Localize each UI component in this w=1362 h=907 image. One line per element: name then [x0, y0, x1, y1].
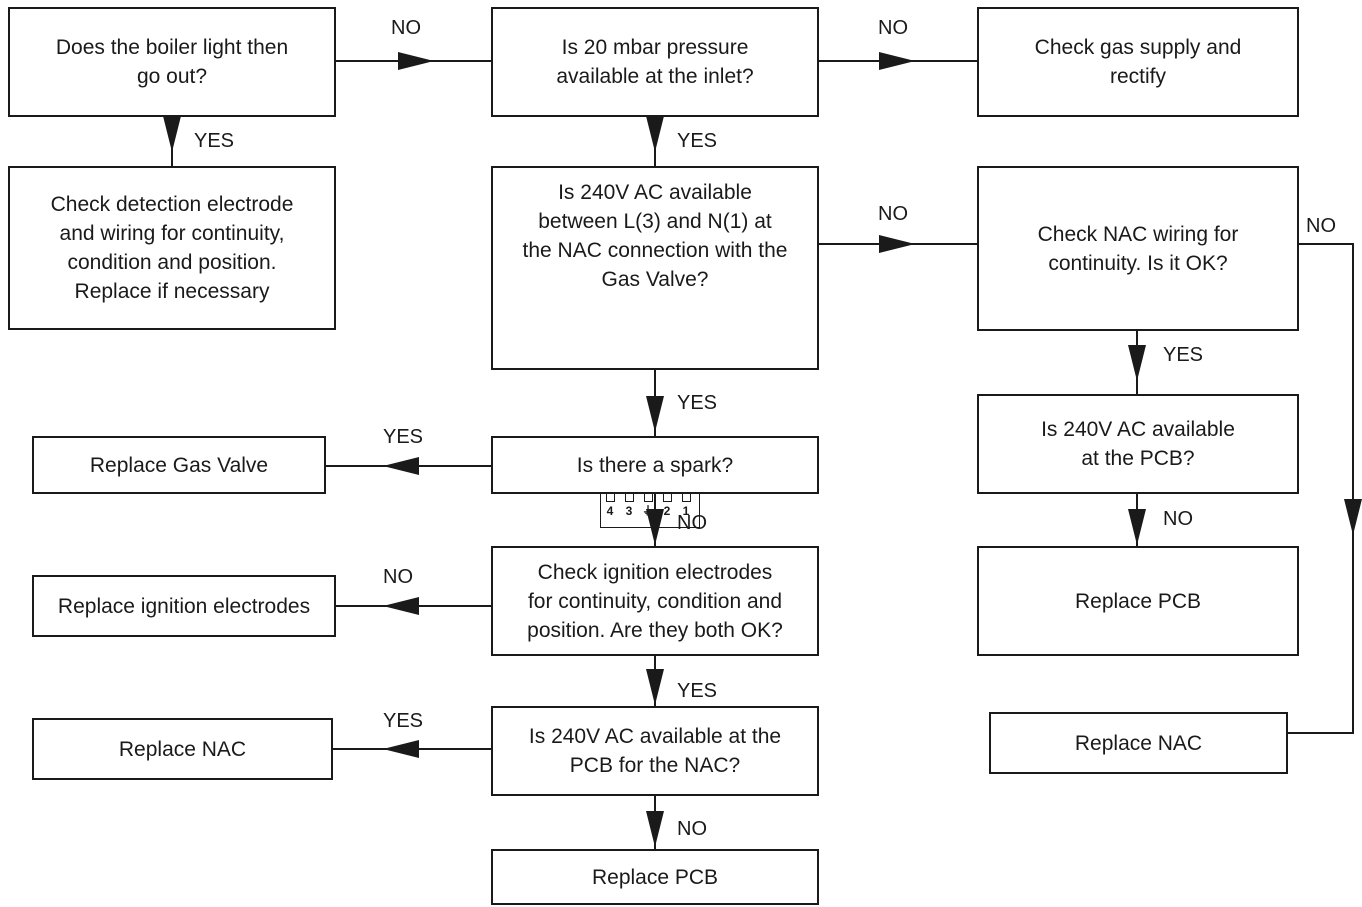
arrow-down-icon [1128, 509, 1146, 545]
label-no: NO [878, 203, 908, 225]
terminal-pin: 4 [603, 493, 617, 518]
label-no: NO [391, 17, 421, 39]
nac-240v-question: Is 240V AC available between L(3) and N(… [491, 166, 819, 528]
arrow-left-icon [383, 457, 419, 475]
arrow-down-icon [1344, 499, 1362, 535]
pcb-nac-240v-question: Is 240V AC available at the PCB for the … [491, 706, 819, 796]
arrow-down-icon [646, 396, 664, 432]
spark-question: Is there a spark? [491, 436, 819, 494]
gas-supply-action: Check gas supply and rectify [977, 7, 1299, 117]
replace-nac-left-action: Replace NAC [32, 718, 333, 780]
arrow-left-icon [383, 597, 419, 615]
pressure-question: Is 20 mbar pressure available at the inl… [491, 7, 819, 117]
arrow-down-icon [646, 669, 664, 705]
label-no: NO [677, 818, 707, 840]
arrow-left-icon [383, 740, 419, 758]
label-yes: YES [194, 130, 235, 152]
replace-nac-right-action: Replace NAC [989, 712, 1288, 774]
replace-pcb-bottom-action: Replace PCB [491, 849, 819, 905]
pcb-240v-question: Is 240V AC available at the PCB? [977, 394, 1299, 494]
label-yes: YES [677, 392, 718, 414]
replace-ignition-action: Replace ignition electrodes [32, 575, 336, 637]
connector-wiring-no-to-replace-nac [1288, 243, 1354, 734]
terminal-pin-earth: ⏚ [641, 493, 655, 518]
arrow-down-icon [646, 811, 664, 847]
terminal-pin: 2 [660, 493, 674, 518]
boiler-light-question: Does the boiler light then go out? [8, 7, 336, 117]
replace-pcb-right-action: Replace PCB [977, 546, 1299, 656]
label-yes: YES [383, 710, 424, 732]
nac-240v-question-text: Is 240V AC available between L(3) and N(… [522, 181, 788, 291]
label-yes: YES [383, 426, 424, 448]
label-no: NO [677, 512, 707, 534]
arrow-down-icon [646, 116, 664, 152]
label-yes: YES [677, 680, 718, 702]
nac-wiring-question: Check NAC wiring for continuity. Is it O… [977, 166, 1299, 331]
replace-gas-valve-action: Replace Gas Valve [32, 436, 326, 494]
arrow-down-icon [1128, 345, 1146, 381]
label-no: NO [1163, 508, 1193, 530]
arrow-right-icon [879, 52, 915, 70]
ignition-electrodes-question: Check ignition electrodes for continuity… [491, 546, 819, 656]
arrow-right-icon [398, 52, 434, 70]
terminal-pin: 3 [622, 493, 636, 518]
label-yes: YES [677, 130, 718, 152]
label-yes: YES [1163, 344, 1204, 366]
label-no: NO [383, 566, 413, 588]
detection-electrode-action: Check detection electrode and wiring for… [8, 166, 336, 330]
arrow-right-icon [879, 235, 915, 253]
arrow-down-icon [163, 116, 181, 152]
label-no: NO [1306, 215, 1336, 237]
label-no: NO [878, 17, 908, 39]
